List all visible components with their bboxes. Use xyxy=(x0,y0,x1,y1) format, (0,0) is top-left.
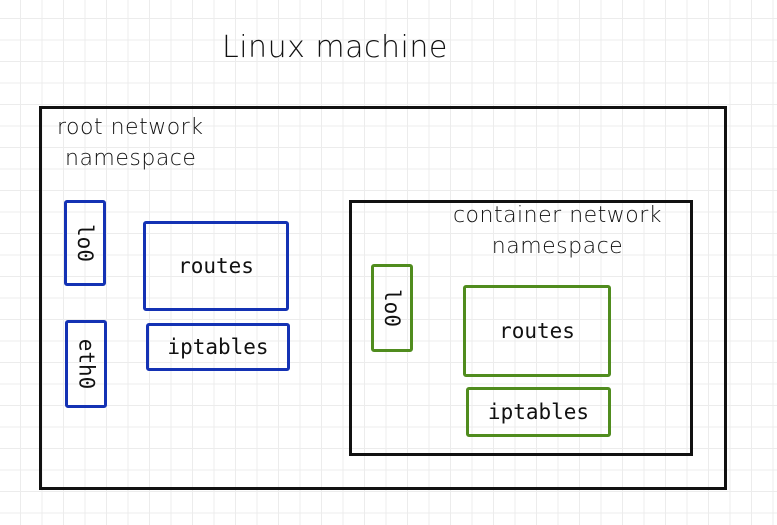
container-interface-lo0: lo0 xyxy=(371,264,413,352)
container-iptables-box: iptables xyxy=(466,387,611,437)
root-routes-box: routes xyxy=(143,221,289,311)
container-namespace-box xyxy=(349,200,693,456)
container-routes-box: routes xyxy=(463,285,611,377)
root-interface-eth0: eth0 xyxy=(65,320,107,408)
root-namespace-label: root network namespace xyxy=(57,112,203,174)
diagram-title: Linux machine xyxy=(222,30,448,65)
container-namespace-label-line2: namespace xyxy=(491,234,624,259)
container-namespace-label-line1: container network xyxy=(452,203,663,228)
root-iptables-box: iptables xyxy=(146,323,290,371)
container-routes-label: routes xyxy=(499,319,575,343)
root-interface-lo0-label: lo0 xyxy=(73,224,97,262)
root-routes-label: routes xyxy=(178,254,254,278)
root-namespace-label-line1: root network xyxy=(57,115,204,140)
root-interface-lo0: lo0 xyxy=(64,200,106,286)
container-namespace-label: container network namespace xyxy=(435,200,680,262)
root-interface-eth0-label: eth0 xyxy=(74,338,99,390)
root-iptables-label: iptables xyxy=(167,335,269,359)
container-iptables-label: iptables xyxy=(487,400,590,424)
linux-machine-box xyxy=(39,106,727,490)
root-namespace-label-line2: namespace xyxy=(65,146,197,171)
container-interface-lo0-label: lo0 xyxy=(380,289,404,327)
